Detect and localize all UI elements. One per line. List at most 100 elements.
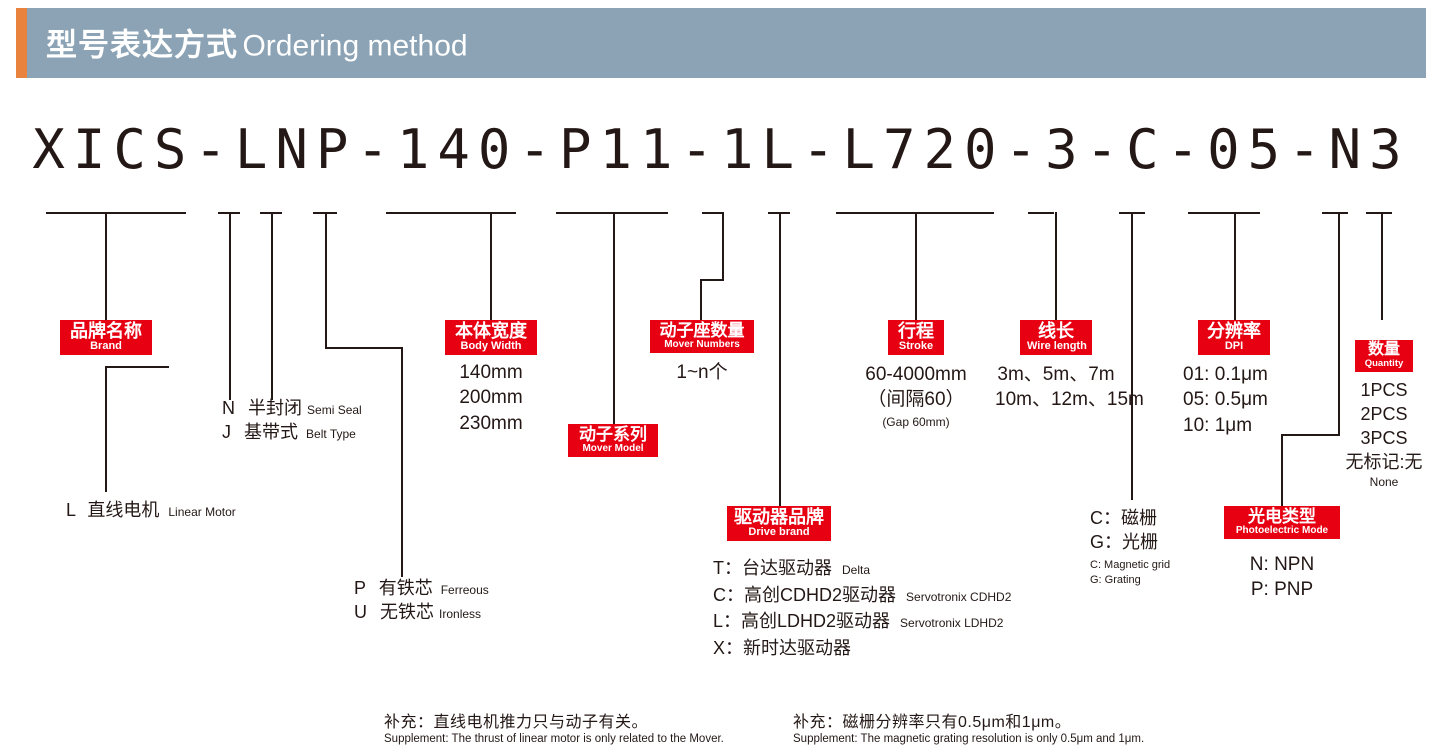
connector-line xyxy=(1381,212,1383,320)
connector-line xyxy=(915,212,917,320)
option-photoelectric-list: N: NPN P: PNP xyxy=(1224,552,1340,603)
chip-drive-brand-en: Drive brand xyxy=(748,525,810,538)
chip-mover-numbers-en: Mover Numbers xyxy=(664,338,740,350)
connector-line xyxy=(613,212,615,424)
connector-line xyxy=(105,212,107,320)
chip-stroke-cn: 行程 xyxy=(898,321,934,341)
chip-wire-length-en: Wire length xyxy=(1027,339,1087,352)
option-body-width-list: 140mm 200mm 230mm xyxy=(445,360,537,436)
chip-dpi: 分辨率 DPI xyxy=(1198,320,1270,356)
connector-line xyxy=(722,212,724,280)
chip-mover-model-cn: 动子系列 xyxy=(579,425,647,444)
connector-line xyxy=(325,347,403,349)
option-row: 230mm xyxy=(459,412,523,434)
option-seal-type: N 半封闭 Semi Seal J 基带式 Belt Type xyxy=(222,396,362,444)
option-cn: T：台达驱动器 xyxy=(713,558,832,578)
option-row-en: C: Magnetic grid xyxy=(1090,559,1171,572)
option-row: 05: 0.5μm xyxy=(1183,389,1268,411)
option-drive-brand-list: T：台达驱动器 Delta C：高创CDHD2驱动器 Servotronix C… xyxy=(713,555,1011,662)
chip-mover-model-en: Mover Model xyxy=(582,442,644,454)
supplement-en: Supplement: The thrust of linear motor i… xyxy=(384,733,724,745)
page-header: 型号表达方式 Ordering method xyxy=(16,8,1426,78)
supplement-note-1: 补充：直线电机推力只与动子有关。 Supplement: The thrust … xyxy=(384,708,724,745)
option-en: Servotronix LDHD2 xyxy=(900,616,1004,631)
chip-quantity-en: Quantity xyxy=(1364,357,1404,369)
chip-wire-length-cn: 线长 xyxy=(1038,321,1074,341)
option-cn: 基带式 xyxy=(244,422,299,443)
connector-line xyxy=(1234,212,1236,320)
connector-line xyxy=(105,366,169,368)
option-wire-length: 3m、5m、7m 10m、12m、15m xyxy=(995,362,1144,413)
connector-line xyxy=(779,212,781,506)
option-cn: 半封闭 xyxy=(248,398,303,418)
connector-line xyxy=(700,279,724,281)
option-core-type: P 有铁芯 Ferreous U 无铁芯 Ironless xyxy=(354,576,489,624)
option-row: 1PCS xyxy=(1360,380,1408,400)
option-en: Semi Seal xyxy=(307,403,362,417)
option-linear-motor: L 直线电机 Linear Motor xyxy=(66,498,236,522)
supplement-en: Supplement: The magnetic grating resolut… xyxy=(793,733,1145,745)
option-dpi-list: 01: 0.1μm 05: 0.5μm 10: 1μm xyxy=(1183,362,1268,438)
supplement-note-2: 补充：磁栅分辨率只有0.5μm和1μm。 Supplement: The mag… xyxy=(793,708,1144,745)
connector-line xyxy=(325,212,327,348)
connector-line xyxy=(702,212,724,214)
supplement-cn: 补充：磁栅分辨率只有0.5μm和1μm。 xyxy=(793,714,1072,731)
chip-body-width-cn: 本体宽度 xyxy=(455,321,527,341)
option-row-en: (Gap 60mm) xyxy=(882,414,950,429)
option-row: N: NPN xyxy=(1249,554,1315,575)
header-title: 型号表达方式 Ordering method xyxy=(46,20,468,65)
option-en: Belt Type xyxy=(306,427,356,442)
option-row: （间隔60） xyxy=(867,389,965,411)
option-row: 01: 0.1μm xyxy=(1183,364,1268,385)
option-en: Servotronix CDHD2 xyxy=(906,589,1012,604)
header-title-en: Ordering method xyxy=(242,29,468,63)
option-row: 3m、5m、7m xyxy=(997,364,1115,385)
header-accent-bar xyxy=(16,8,27,78)
connector-line xyxy=(1366,212,1392,214)
option-code: P xyxy=(354,578,366,598)
connector-line xyxy=(1281,434,1283,506)
option-en: Ironless xyxy=(439,607,482,622)
chip-brand-en: Brand xyxy=(90,339,122,352)
chip-stroke: 行程 Stroke xyxy=(888,320,944,356)
option-en: Linear Motor xyxy=(168,505,236,519)
connector-line xyxy=(1055,212,1057,320)
connector-line xyxy=(700,279,702,321)
option-row: J 基带式 Belt Type xyxy=(222,420,362,444)
chip-photoelectric-en: Photoelectric Mode xyxy=(1235,524,1329,536)
option-row-en: G: Grating xyxy=(1090,573,1141,586)
chip-dpi-en: DPI xyxy=(1224,339,1244,352)
option-cn: C：高创CDHD2驱动器 xyxy=(713,584,897,605)
option-row-en: None xyxy=(1369,475,1399,490)
option-row: N 半封闭 Semi Seal xyxy=(222,396,362,420)
option-row: 1~n个 xyxy=(676,362,728,383)
chip-mover-model: 动子系列 Mover Model xyxy=(568,424,658,458)
chip-drive-brand: 驱动器品牌 Drive brand xyxy=(727,506,831,542)
chip-body-width: 本体宽度 Body Width xyxy=(445,320,537,356)
option-en: Ferreous xyxy=(440,583,489,597)
chip-drive-brand-cn: 驱动器品牌 xyxy=(734,507,824,527)
connector-line xyxy=(490,212,492,320)
chip-mover-numbers: 动子座数量 Mover Numbers xyxy=(650,320,754,354)
option-row-none: 无标记:无 xyxy=(1345,452,1423,473)
option-row: 60-4000mm xyxy=(865,364,967,385)
option-cn: 无铁芯 xyxy=(380,602,435,623)
chip-stroke-en: Stroke xyxy=(898,339,934,352)
option-mover-numbers: 1~n个 xyxy=(650,360,754,385)
connector-line xyxy=(1322,212,1348,214)
connector-line xyxy=(271,212,273,400)
option-row: T：台达驱动器 Delta xyxy=(713,555,1011,582)
option-row: U 无铁芯 Ironless xyxy=(354,600,489,624)
chip-quantity-cn: 数量 xyxy=(1367,341,1400,358)
connector-line xyxy=(401,347,403,577)
option-row: G：光栅 xyxy=(1090,532,1159,553)
option-stroke: 60-4000mm （间隔60） (Gap 60mm) xyxy=(845,362,987,430)
connector-line xyxy=(1131,212,1133,500)
header-title-cn: 型号表达方式 xyxy=(46,27,238,63)
connector-line xyxy=(46,212,186,214)
option-en: Delta xyxy=(842,563,871,577)
connector-line xyxy=(229,212,231,400)
option-cn: L：高创LDHD2驱动器 xyxy=(713,611,891,632)
connector-line xyxy=(1028,212,1054,214)
